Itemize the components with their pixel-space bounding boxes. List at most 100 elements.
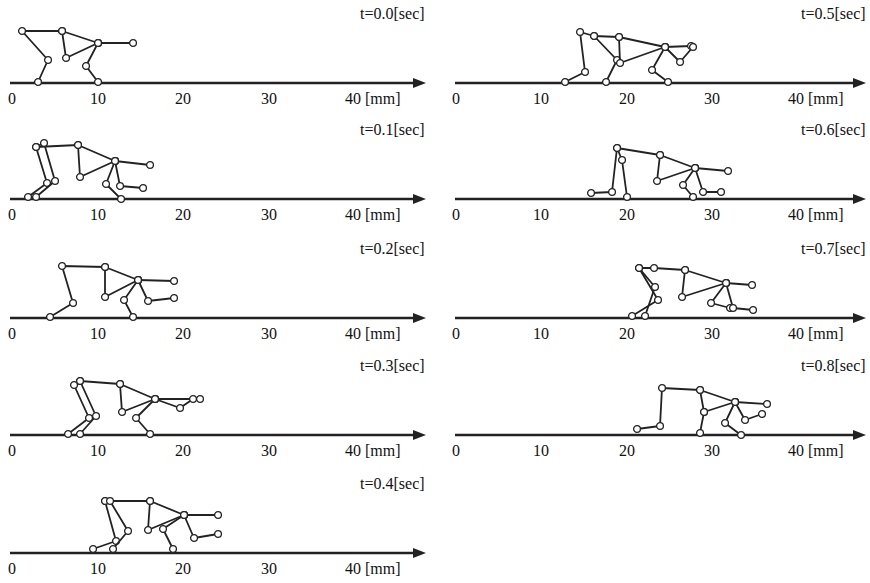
- axis-line: [10, 434, 418, 437]
- axis-tick-label: 30: [261, 206, 277, 224]
- link: [700, 390, 735, 412]
- link: [700, 412, 704, 433]
- axis-tick-label: 10: [533, 325, 549, 343]
- link: [86, 43, 98, 82]
- axis-tick-label: 30: [261, 90, 277, 108]
- robot-pose: [591, 148, 728, 197]
- axis-tick-label: 30: [261, 442, 277, 460]
- link: [617, 148, 627, 197]
- axis-tick-label: 10: [533, 442, 549, 460]
- time-label: t=0.2[sec]: [360, 240, 425, 258]
- axis-line: [10, 552, 418, 555]
- axis-tick-label: 30: [261, 325, 277, 343]
- axis-tick-label: 40 [mm]: [345, 560, 401, 578]
- axis-line: [10, 317, 418, 320]
- axis-tick-label: 20: [619, 325, 635, 343]
- axis-tick-label: 40 [mm]: [788, 206, 844, 224]
- axis-tick-label: 0: [452, 90, 460, 108]
- time-label: t=0.0[sec]: [360, 5, 425, 23]
- axis-tick-label: 40 [mm]: [345, 90, 401, 108]
- axis-arrow: [853, 78, 866, 88]
- link: [591, 148, 728, 193]
- axis-arrow: [413, 78, 426, 88]
- axis-tick-label: 10: [90, 560, 106, 578]
- link: [120, 384, 155, 412]
- axis-tick-label: 40 [mm]: [345, 442, 401, 460]
- link: [735, 402, 762, 420]
- axis-tick-label: 40 [mm]: [788, 90, 844, 108]
- axis-line: [455, 82, 858, 85]
- axis-arrow: [853, 313, 866, 323]
- axis-arrow: [853, 430, 866, 440]
- axis-tick-label: 10: [90, 442, 106, 460]
- axis-line: [455, 198, 858, 201]
- axis-tick-label: 0: [8, 442, 16, 460]
- axis-arrow: [413, 430, 426, 440]
- time-label: t=0.8[sec]: [801, 357, 866, 375]
- link: [683, 168, 695, 197]
- link: [594, 36, 617, 82]
- axis-line: [455, 317, 858, 320]
- axis-tick-label: 40 [mm]: [345, 325, 401, 343]
- axis-tick-label: 20: [619, 206, 635, 224]
- axis-tick-label: 10: [90, 325, 106, 343]
- axis-line: [10, 198, 418, 201]
- link: [105, 267, 138, 297]
- link: [50, 266, 174, 317]
- robot-pose: [22, 31, 133, 82]
- link: [632, 268, 752, 316]
- axis-tick-label: 10: [90, 90, 106, 108]
- axis-arrow: [853, 194, 866, 204]
- axis-tick-label: 20: [175, 560, 191, 578]
- axis-tick-label: 30: [704, 325, 720, 343]
- link: [115, 161, 143, 188]
- axis-tick-label: 0: [452, 206, 460, 224]
- axis-line: [10, 82, 418, 85]
- link: [68, 381, 200, 434]
- robot-pose: [93, 501, 218, 549]
- link: [565, 32, 691, 82]
- axis-tick-label: 40 [mm]: [788, 325, 844, 343]
- link: [124, 280, 138, 317]
- link: [93, 501, 218, 549]
- robot-pose: [28, 143, 150, 199]
- axis-tick-label: 20: [175, 206, 191, 224]
- axis-arrow: [413, 313, 426, 323]
- axis-tick-label: 30: [704, 442, 720, 460]
- axis-tick-label: 0: [452, 442, 460, 460]
- axis-tick-label: 40 [mm]: [345, 206, 401, 224]
- axis-tick-label: 0: [452, 325, 460, 343]
- robot-pose: [565, 32, 693, 82]
- link: [136, 399, 155, 434]
- link: [163, 515, 184, 549]
- time-label: t=0.3[sec]: [360, 357, 425, 375]
- axis-tick-label: 20: [619, 90, 635, 108]
- link: [652, 47, 668, 82]
- robot-pose: [632, 268, 753, 316]
- robot-pose: [68, 381, 200, 434]
- axis-tick-label: 10: [533, 206, 549, 224]
- axis-tick-label: 30: [261, 560, 277, 578]
- link: [184, 515, 218, 538]
- link: [36, 143, 55, 197]
- axis-tick-label: 30: [704, 90, 720, 108]
- axis-tick-label: 20: [175, 442, 191, 460]
- axis-tick-label: 0: [8, 90, 16, 108]
- link: [639, 268, 655, 316]
- link: [155, 399, 193, 408]
- axis-line: [455, 434, 858, 437]
- axis-tick-label: 20: [175, 325, 191, 343]
- axis-tick-label: 20: [619, 442, 635, 460]
- axis-tick-label: 40 [mm]: [788, 442, 844, 460]
- axis-tick-label: 10: [533, 90, 549, 108]
- time-label: t=0.6[sec]: [801, 121, 866, 139]
- link: [726, 283, 753, 310]
- link: [695, 168, 721, 192]
- time-label: t=0.1[sec]: [360, 121, 425, 139]
- axis-tick-label: 0: [8, 325, 16, 343]
- link: [80, 381, 96, 434]
- time-label: t=0.4[sec]: [360, 475, 425, 493]
- axis-tick-label: 0: [8, 206, 16, 224]
- axis-tick-label: 0: [8, 560, 16, 578]
